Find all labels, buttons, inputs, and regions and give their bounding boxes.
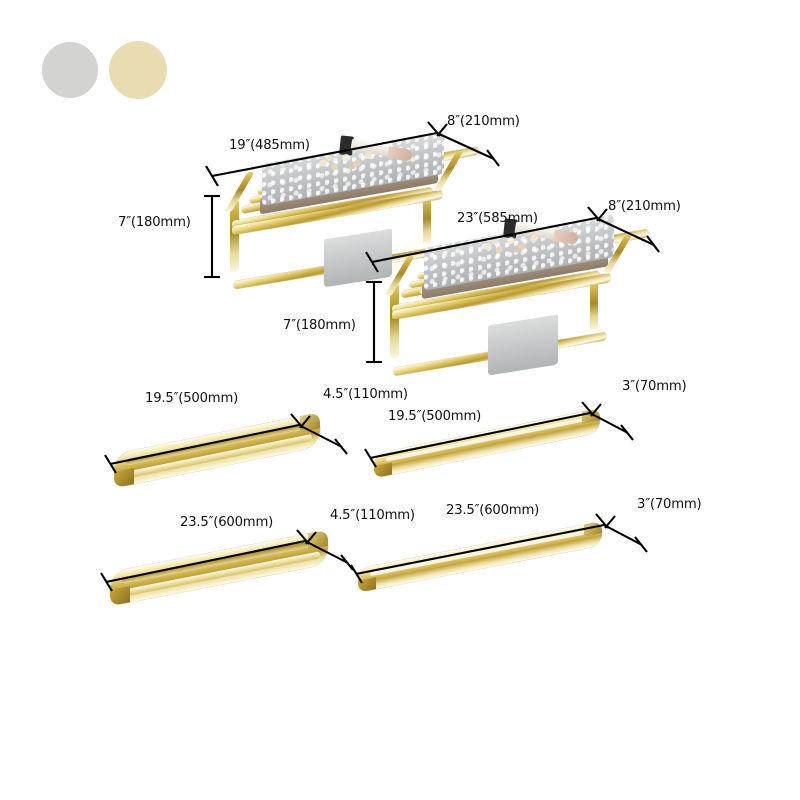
bar235d-mount-left: [110, 586, 130, 607]
bar195s-mount-left: [374, 462, 392, 479]
product-double-towel-bar-19-5: [108, 404, 338, 500]
bar235s-mount-left: [358, 577, 376, 593]
product-double-towel-bar-23-5: [104, 522, 344, 618]
dim-double235-depth: 4.5″(110mm): [330, 508, 415, 523]
dim-shelf23-width: 23″(585mm): [457, 211, 538, 226]
bar235d-outer-frame: [110, 529, 328, 607]
bar195d-mount-left: [114, 468, 134, 489]
product-single-towel-bar-23-5: [352, 512, 617, 604]
color-swatch-gold[interactable]: [109, 41, 167, 99]
bar235s-body: [358, 521, 602, 593]
dim-single235-depth: 3″(70mm): [637, 497, 702, 512]
product-towel-shelf-23: [378, 214, 678, 390]
brush-bristles: [387, 146, 413, 162]
dim-shelf23-height: 7″(180mm): [283, 318, 356, 333]
shelf23-hanging-towel: [488, 314, 558, 376]
color-swatch-silver[interactable]: [42, 42, 98, 98]
dim-double235-width: 23.5″(600mm): [180, 515, 274, 530]
dim-shelf19-depth: 8″(210mm): [447, 114, 520, 129]
dim-shelf19-height: 7″(180mm): [118, 215, 191, 230]
dim-single195-depth: 3″(70mm): [622, 379, 687, 394]
dim-shelf23-depth: 8″(210mm): [608, 199, 681, 214]
dim-double195-depth: 4.5″(110mm): [323, 387, 408, 402]
brush-bristles: [553, 229, 579, 245]
bar195d-outer-frame: [114, 412, 320, 489]
dim-shelf19-width: 19″(485mm): [229, 138, 310, 153]
dim-double195-width: 19.5″(500mm): [145, 391, 239, 406]
dim-single235-width: 23.5″(600mm): [446, 503, 540, 518]
dim-single195-width: 19.5″(500mm): [388, 409, 482, 424]
